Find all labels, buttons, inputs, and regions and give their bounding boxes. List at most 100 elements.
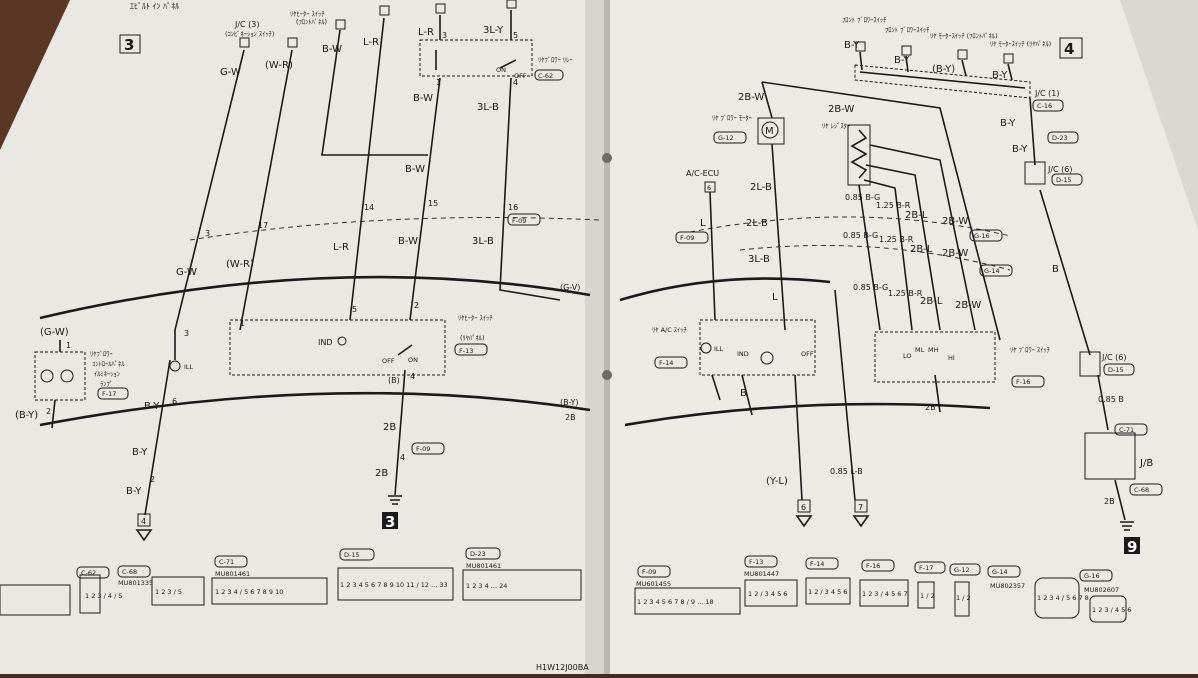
wire-bw-2: B-W [405,164,425,175]
wire-2bl-3: 2B-L [920,296,943,307]
switch-code: F-13 [459,347,473,355]
conn-f17-code: F-17 [919,564,933,572]
switch-on: ON [408,356,418,364]
ecu-pin-6: 6 [707,184,711,192]
wire-2b-right: 2B [565,413,576,422]
lamp-label-3: ｲﾙﾐﾈｰｼｮﾝ [94,370,120,378]
conn-g16-part: MU802607 [1084,586,1119,594]
pin-15: 15 [428,199,438,208]
wire-by-r2: B-Y [1012,144,1028,155]
wire-br-2: 1.25 B-R [879,235,914,244]
bottom-connectors-left: C-62 1 2 3 / 4 / 5 C-68 MU801335 1 2 3 /… [0,547,582,616]
wire-3lb-2: 3L-B [472,236,494,247]
wire-gw-paren: (G-W) [40,327,69,338]
terminal-6: 6 [801,503,806,512]
wire-085b: 0.85 B [1098,395,1124,404]
relay-pin-4: 4 [513,78,518,87]
jc6b-label: J/C (6) [1101,353,1127,362]
motor-symbol: M [765,126,774,137]
top-label-b: ﾌﾛﾝﾄ ﾌﾞﾛﾜｰｽｲｯﾁ [885,26,929,34]
wire-2bl-2: 2B-L [910,244,933,255]
top-wire-by-4: B-Y [992,70,1008,81]
conn-c71-cells: 1 2 3 4 / 5 6 7 8 9 10 [215,588,283,596]
wire-3lb: 3L-B [748,254,770,265]
wire-bg-3: 0.85 B-G [853,283,888,292]
conn-g14-part: MU802357 [990,582,1025,590]
wire-l: L [700,218,706,229]
top-label-a: ﾌﾛﾝﾄ ﾌﾞﾛﾜｰｽｲｯﾁ [842,16,886,24]
sw-lo: LO [903,352,912,360]
blower-code: F-16 [1016,378,1030,386]
connector-f09: F-09 [512,217,526,225]
relay-code: C-62 [538,72,553,80]
lamp-code: F-17 [102,390,116,398]
pin-4-lower: 4 [400,453,405,462]
conn-c71-part: MU801461 [215,570,250,578]
sw-ml: ML [915,346,925,354]
wire-lb: 0.85 L-B [830,467,863,476]
pin-14: 14 [364,203,374,212]
wire-lr-3: L-R [333,242,349,253]
ac-switch-label: ﾘﾔ A/C ｽｲｯﾁ [652,326,687,334]
conn-g16-code: G-16 [1084,572,1100,580]
wire-yl: (Y-L) [766,476,788,487]
binding-hole-top [602,153,612,163]
wire-2b-2: 2B [375,468,388,479]
blower-switch-label: ﾘﾔ ﾌﾞﾛﾜｰ ｽｲｯﾁ [1010,346,1050,354]
wire-2bw-4: 2B-W [942,248,968,259]
jb-ground-code: C-68 [1134,486,1149,494]
wire-br: 1.25 B-R [876,201,911,210]
wire-2b-jb: 2B [1104,497,1115,506]
wire-bg: 0.85 B-G [845,193,880,202]
wire-b-paren: (B) [388,376,400,385]
wire-2bw-3: 2B-W [942,216,968,227]
pin-16: 16 [508,203,518,212]
wire-bw: B-W [322,44,342,55]
switch-off: OFF [382,357,395,365]
front-switch-label: ﾘﾔﾋｰﾀｰ ｽｲｯﾁ [290,10,325,18]
ground-number-left: 3 [385,513,395,531]
switch-pin-6: 6 [172,397,177,406]
wire-bw-4: B-W [413,93,433,104]
wire-3lb: 3L-B [477,102,499,113]
lamp-label-2: ｺﾝﾄﾛｰﾙﾊﾟﾈﾙ [92,360,125,368]
conn-c62-code: C-62 [81,569,96,577]
lamp-pin-1: 1 [66,341,71,350]
wire-by-2: B-Y [132,447,148,458]
wire-2bl: 2B-L [905,210,928,221]
conn-f17-cells: 1 / 2 [920,592,935,600]
wire-2lb: 2L-B [750,182,772,193]
conn-f16-cells: 1 2 3 / 4 5 6 7 [862,590,908,598]
relay-on: ON [496,66,506,74]
top-wire-by-3: (B-Y) [932,64,955,75]
motor-code: G-12 [718,134,734,142]
wire-br-3: 1.25 B-R [888,289,923,298]
relay-pin-1: 1 [436,78,441,87]
switch-pin-4: 4 [410,372,415,381]
wire-bg-2: 0.85 B-G [843,231,878,240]
conn-f09-cells: 1 2 3 4 5 6 7 8 / 9 ... 18 [637,598,714,606]
top-wire-by-1: B-Y [844,40,860,51]
bottom-terminal-4: 4 [141,517,146,526]
wire-lr: L-R [363,37,379,48]
lamp-label-4: ﾗﾝﾌﾟ [100,380,113,388]
jc6-label: J/C (6) [1047,165,1073,174]
relay-off: OFF [514,72,527,80]
conn-d15-code: D-15 [344,551,360,559]
motor-label: ﾘﾔ ﾌﾞﾛﾜｰ ﾓｰﾀｰ [712,114,752,122]
conn-f13-part: MU801447 [744,570,779,578]
wire-lr-2: L-R [418,27,434,38]
wire-by-3: B-Y [126,486,142,497]
jb-label: J/B [1139,458,1153,469]
conn-g16-cells: 1 2 3 / 4 5 6 [1092,606,1131,614]
wire-b-ac: B [740,388,747,399]
left-page [0,0,612,674]
wire-gw: G-W [220,67,241,78]
pin-17: 17 [258,221,268,230]
relay-pin-5: 5 [513,31,518,40]
wire-gw-2: G-W [176,267,197,278]
conn-g12-cells: 1 / 2 [956,594,971,602]
conn-g12-code: G-12 [954,566,970,574]
wire-l-2: L [772,292,778,303]
